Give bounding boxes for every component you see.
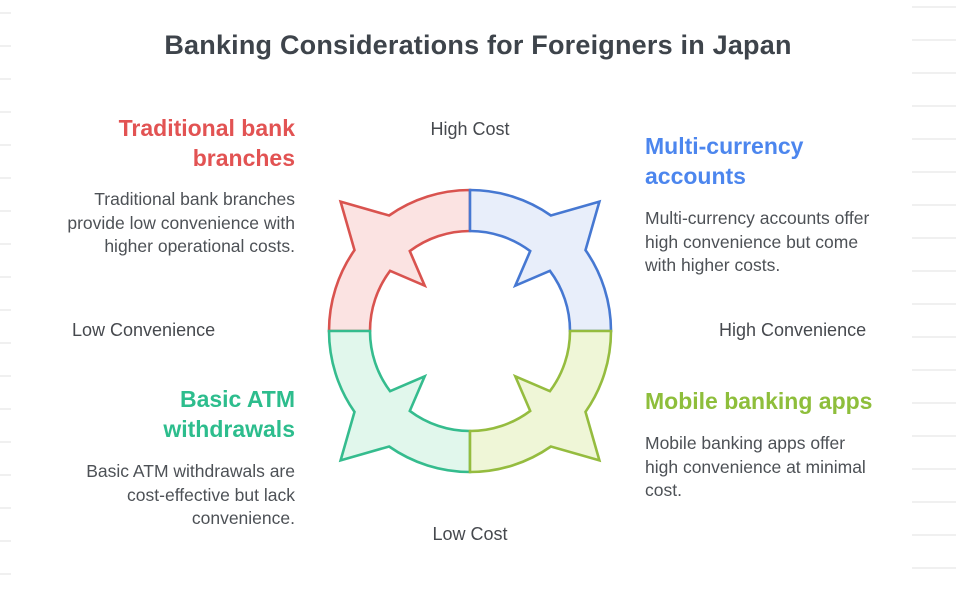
segment-traditional-bank-branches [327,188,472,333]
description-multi-currency-accounts: Multi-currency accounts offer high conve… [645,208,870,275]
axis-label-low-convenience: Low Convenience [72,320,216,340]
description-basic-atm-withdrawals: Basic ATM withdrawals are cost-effective… [86,461,295,528]
description-mobile-banking-apps: Mobile banking apps offer high convenien… [645,433,866,500]
ruled-lines-right-edge [912,0,956,593]
axis-label-low-cost: Low Cost [432,524,508,544]
heading-traditional-bank-branches: Traditional bank branches [118,115,295,171]
segment-multi-currency-accounts [468,188,613,333]
axis-label-high-cost: High Cost [430,119,510,139]
ruled-lines-left-edge [0,0,11,593]
segment-basic-atm-withdrawals [327,329,472,474]
description-traditional-bank-branches: Traditional bank branches provide low co… [67,189,295,256]
page-title: Banking Considerations for Foreigners in… [164,30,792,60]
segment-mobile-banking-apps [468,329,613,474]
heading-basic-atm-withdrawals: Basic ATM withdrawals [163,386,295,442]
heading-multi-currency-accounts: Multi-currency accounts [645,133,804,189]
axis-label-high-convenience: High Convenience [719,320,867,340]
heading-mobile-banking-apps: Mobile banking apps [645,388,873,414]
